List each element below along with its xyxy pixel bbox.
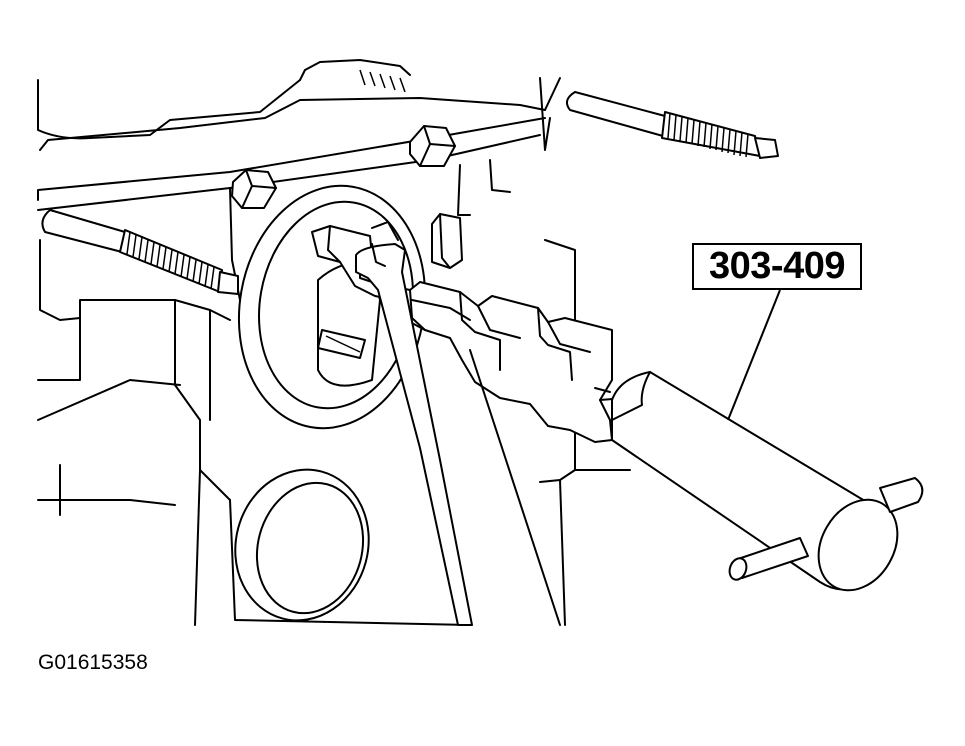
pry-bar — [355, 221, 561, 626]
core-plug — [234, 468, 370, 622]
hex-nut-left — [231, 169, 277, 209]
tool-number-label: 303-409 — [709, 245, 845, 287]
engine-block — [37, 59, 631, 626]
stud-upper-right — [565, 91, 779, 159]
stud-left — [41, 209, 239, 295]
tool-handle — [611, 371, 924, 592]
tool-number-callout: 303-409 — [692, 243, 862, 290]
figure-id-label: G01615358 — [38, 651, 148, 674]
tool-rail — [311, 213, 626, 443]
callout-leader-line — [727, 289, 781, 421]
hex-nut-right — [409, 125, 456, 167]
